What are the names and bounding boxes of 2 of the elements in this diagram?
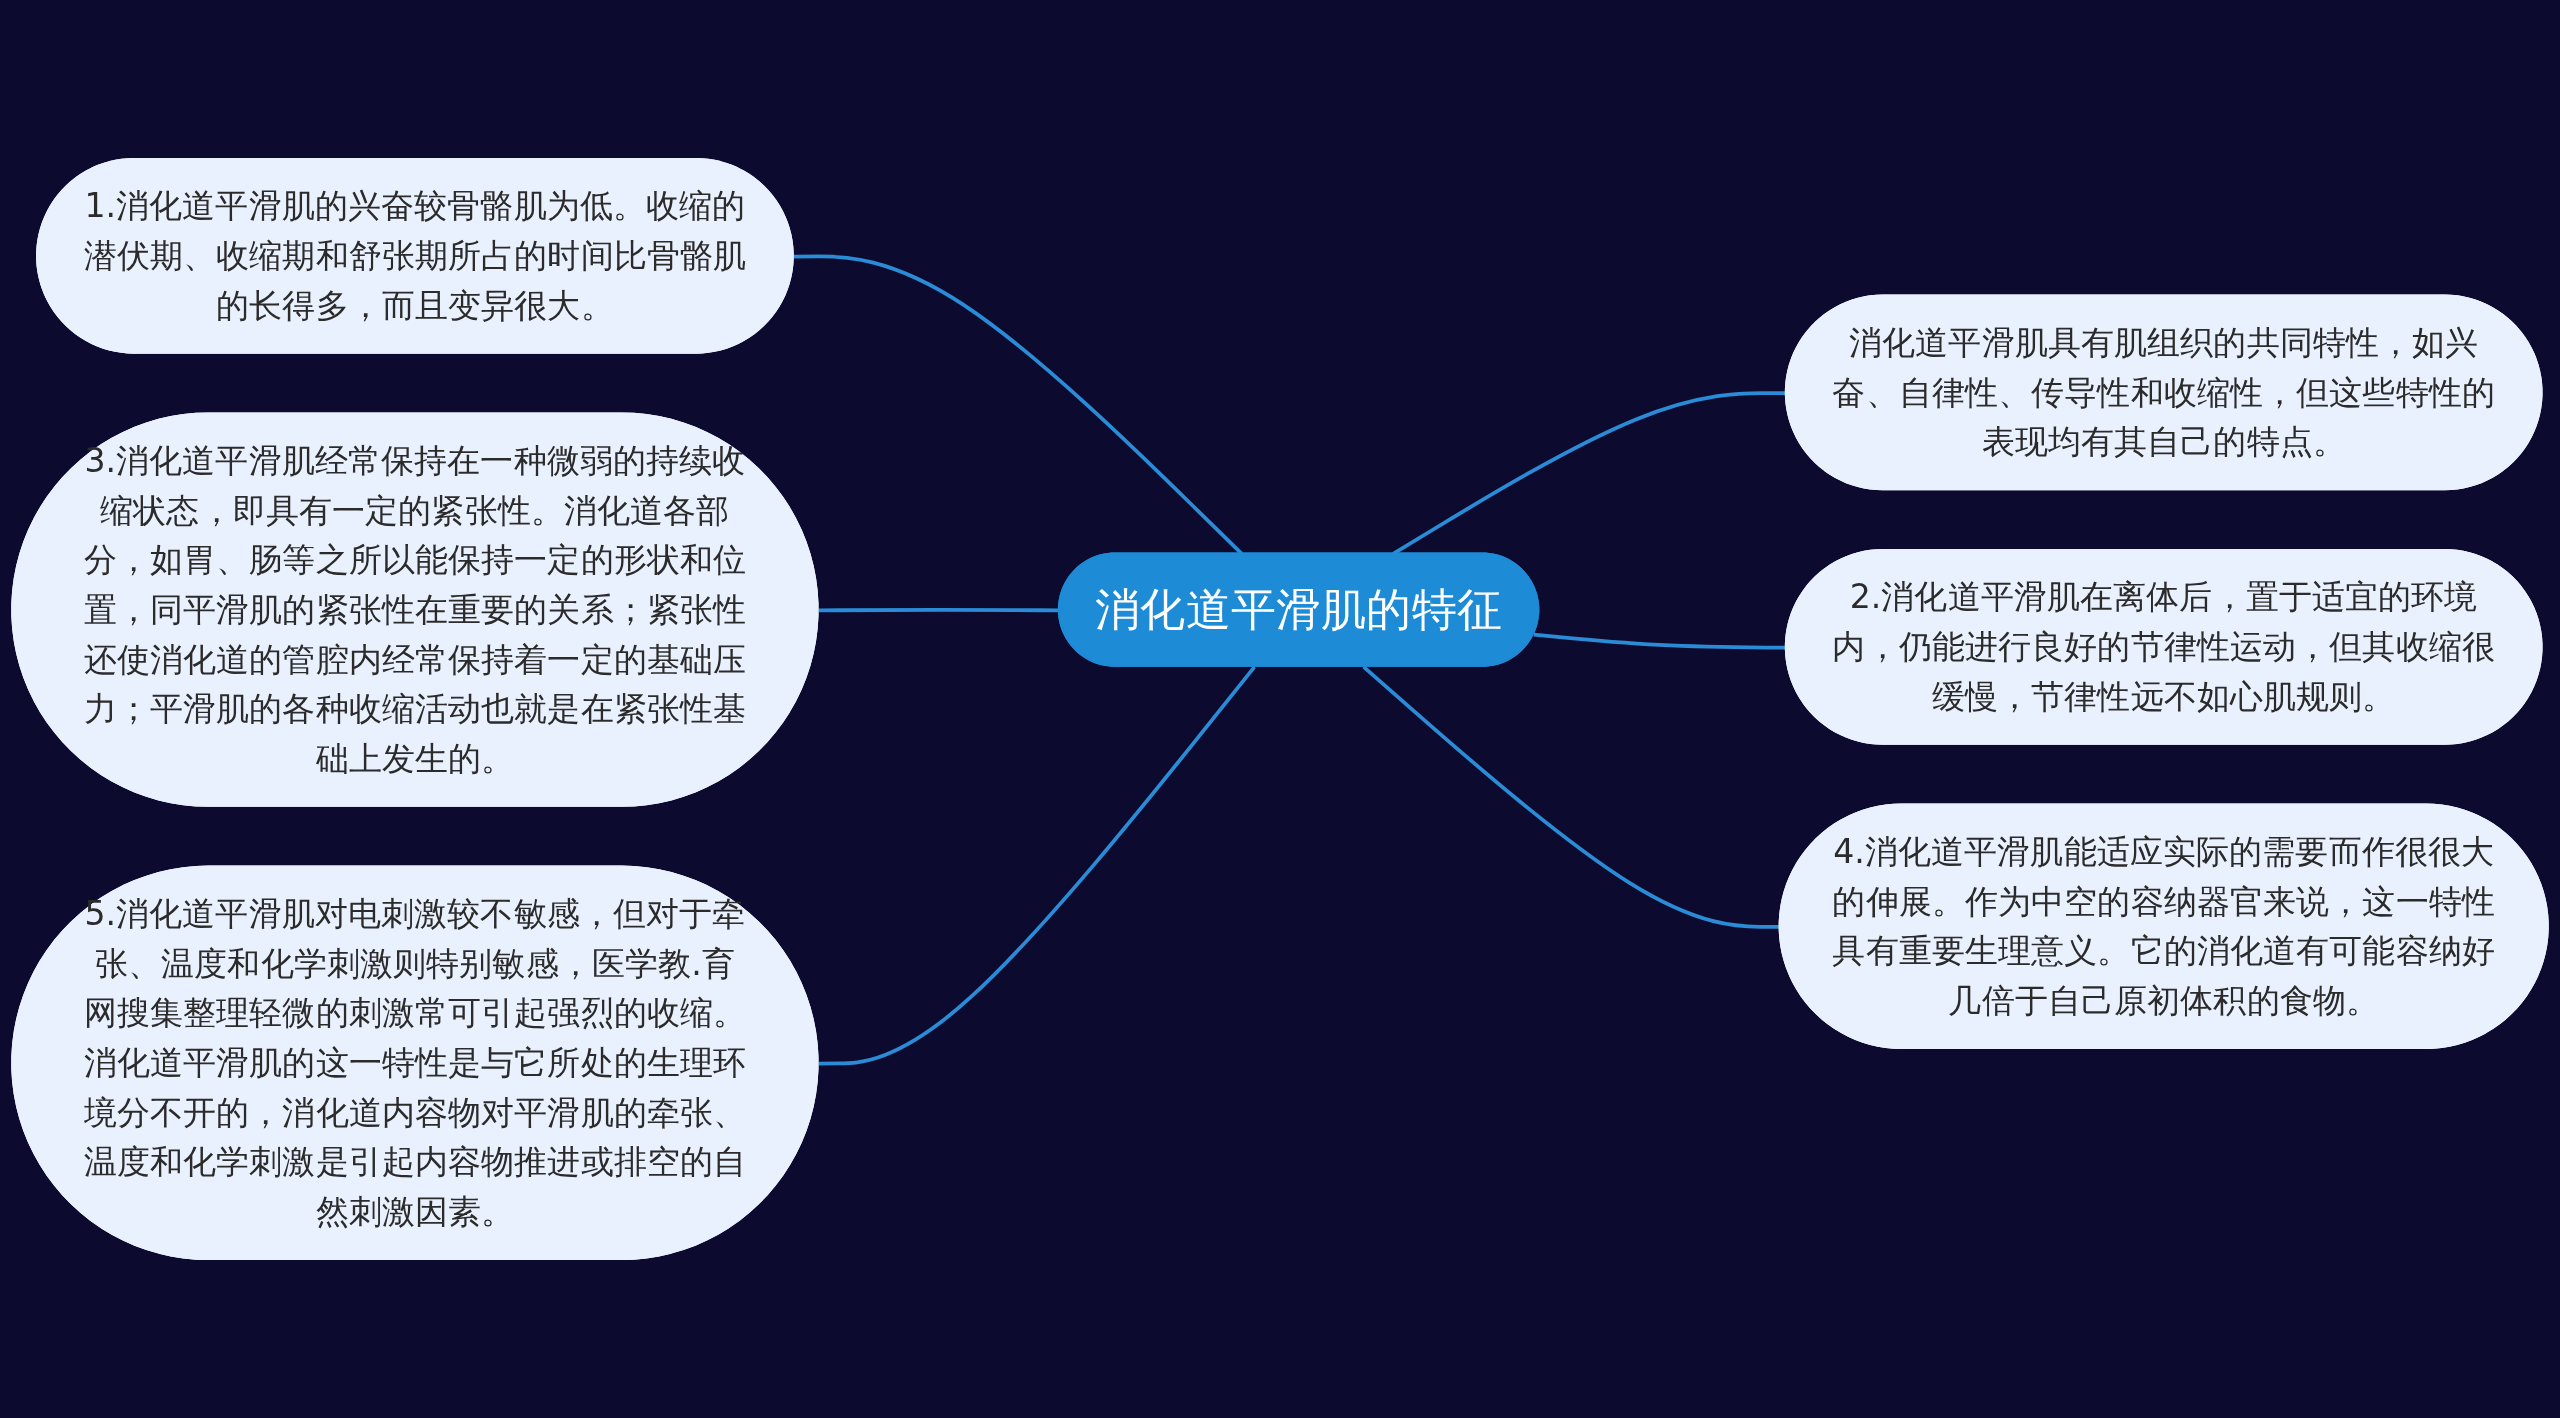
connector: [1533, 632, 1787, 650]
connector: [818, 665, 1256, 1066]
